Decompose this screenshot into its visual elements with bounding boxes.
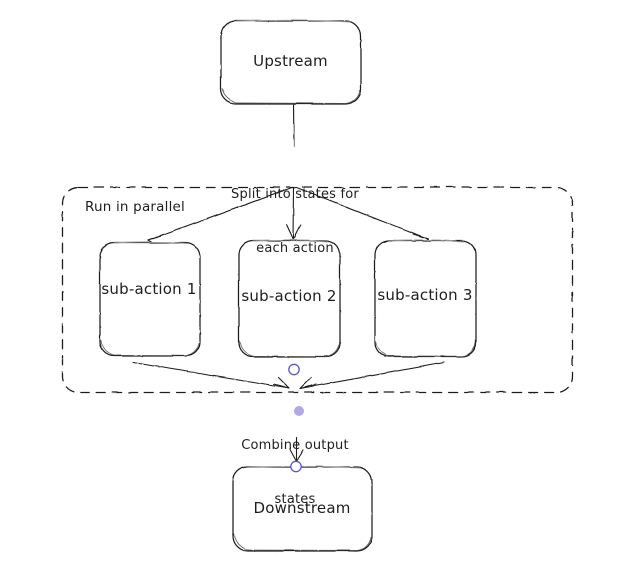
edge-split-to-sub-action-2 xyxy=(285,186,302,240)
node-downstream[interactable] xyxy=(231,465,373,552)
edge-split-to-sub-action-1 xyxy=(147,186,293,248)
edge-split-to-sub-action-3 xyxy=(295,186,429,248)
node-upstream[interactable] xyxy=(219,19,362,105)
downstream-handle-circle-icon[interactable] xyxy=(290,460,302,473)
edge-sub-action-3-to-join xyxy=(299,361,445,389)
edge-sub-action-1-to-join xyxy=(132,361,290,389)
edge-join-to-downstream xyxy=(288,436,304,462)
edge-upstream-to-split xyxy=(292,103,295,147)
node-sub-action-2[interactable] xyxy=(237,239,341,358)
node-sub-action-1[interactable] xyxy=(98,241,201,357)
node-sub-action-3[interactable] xyxy=(373,239,477,358)
combine-dot-icon[interactable] xyxy=(294,406,304,416)
join-handle-circle-icon[interactable] xyxy=(288,363,300,376)
